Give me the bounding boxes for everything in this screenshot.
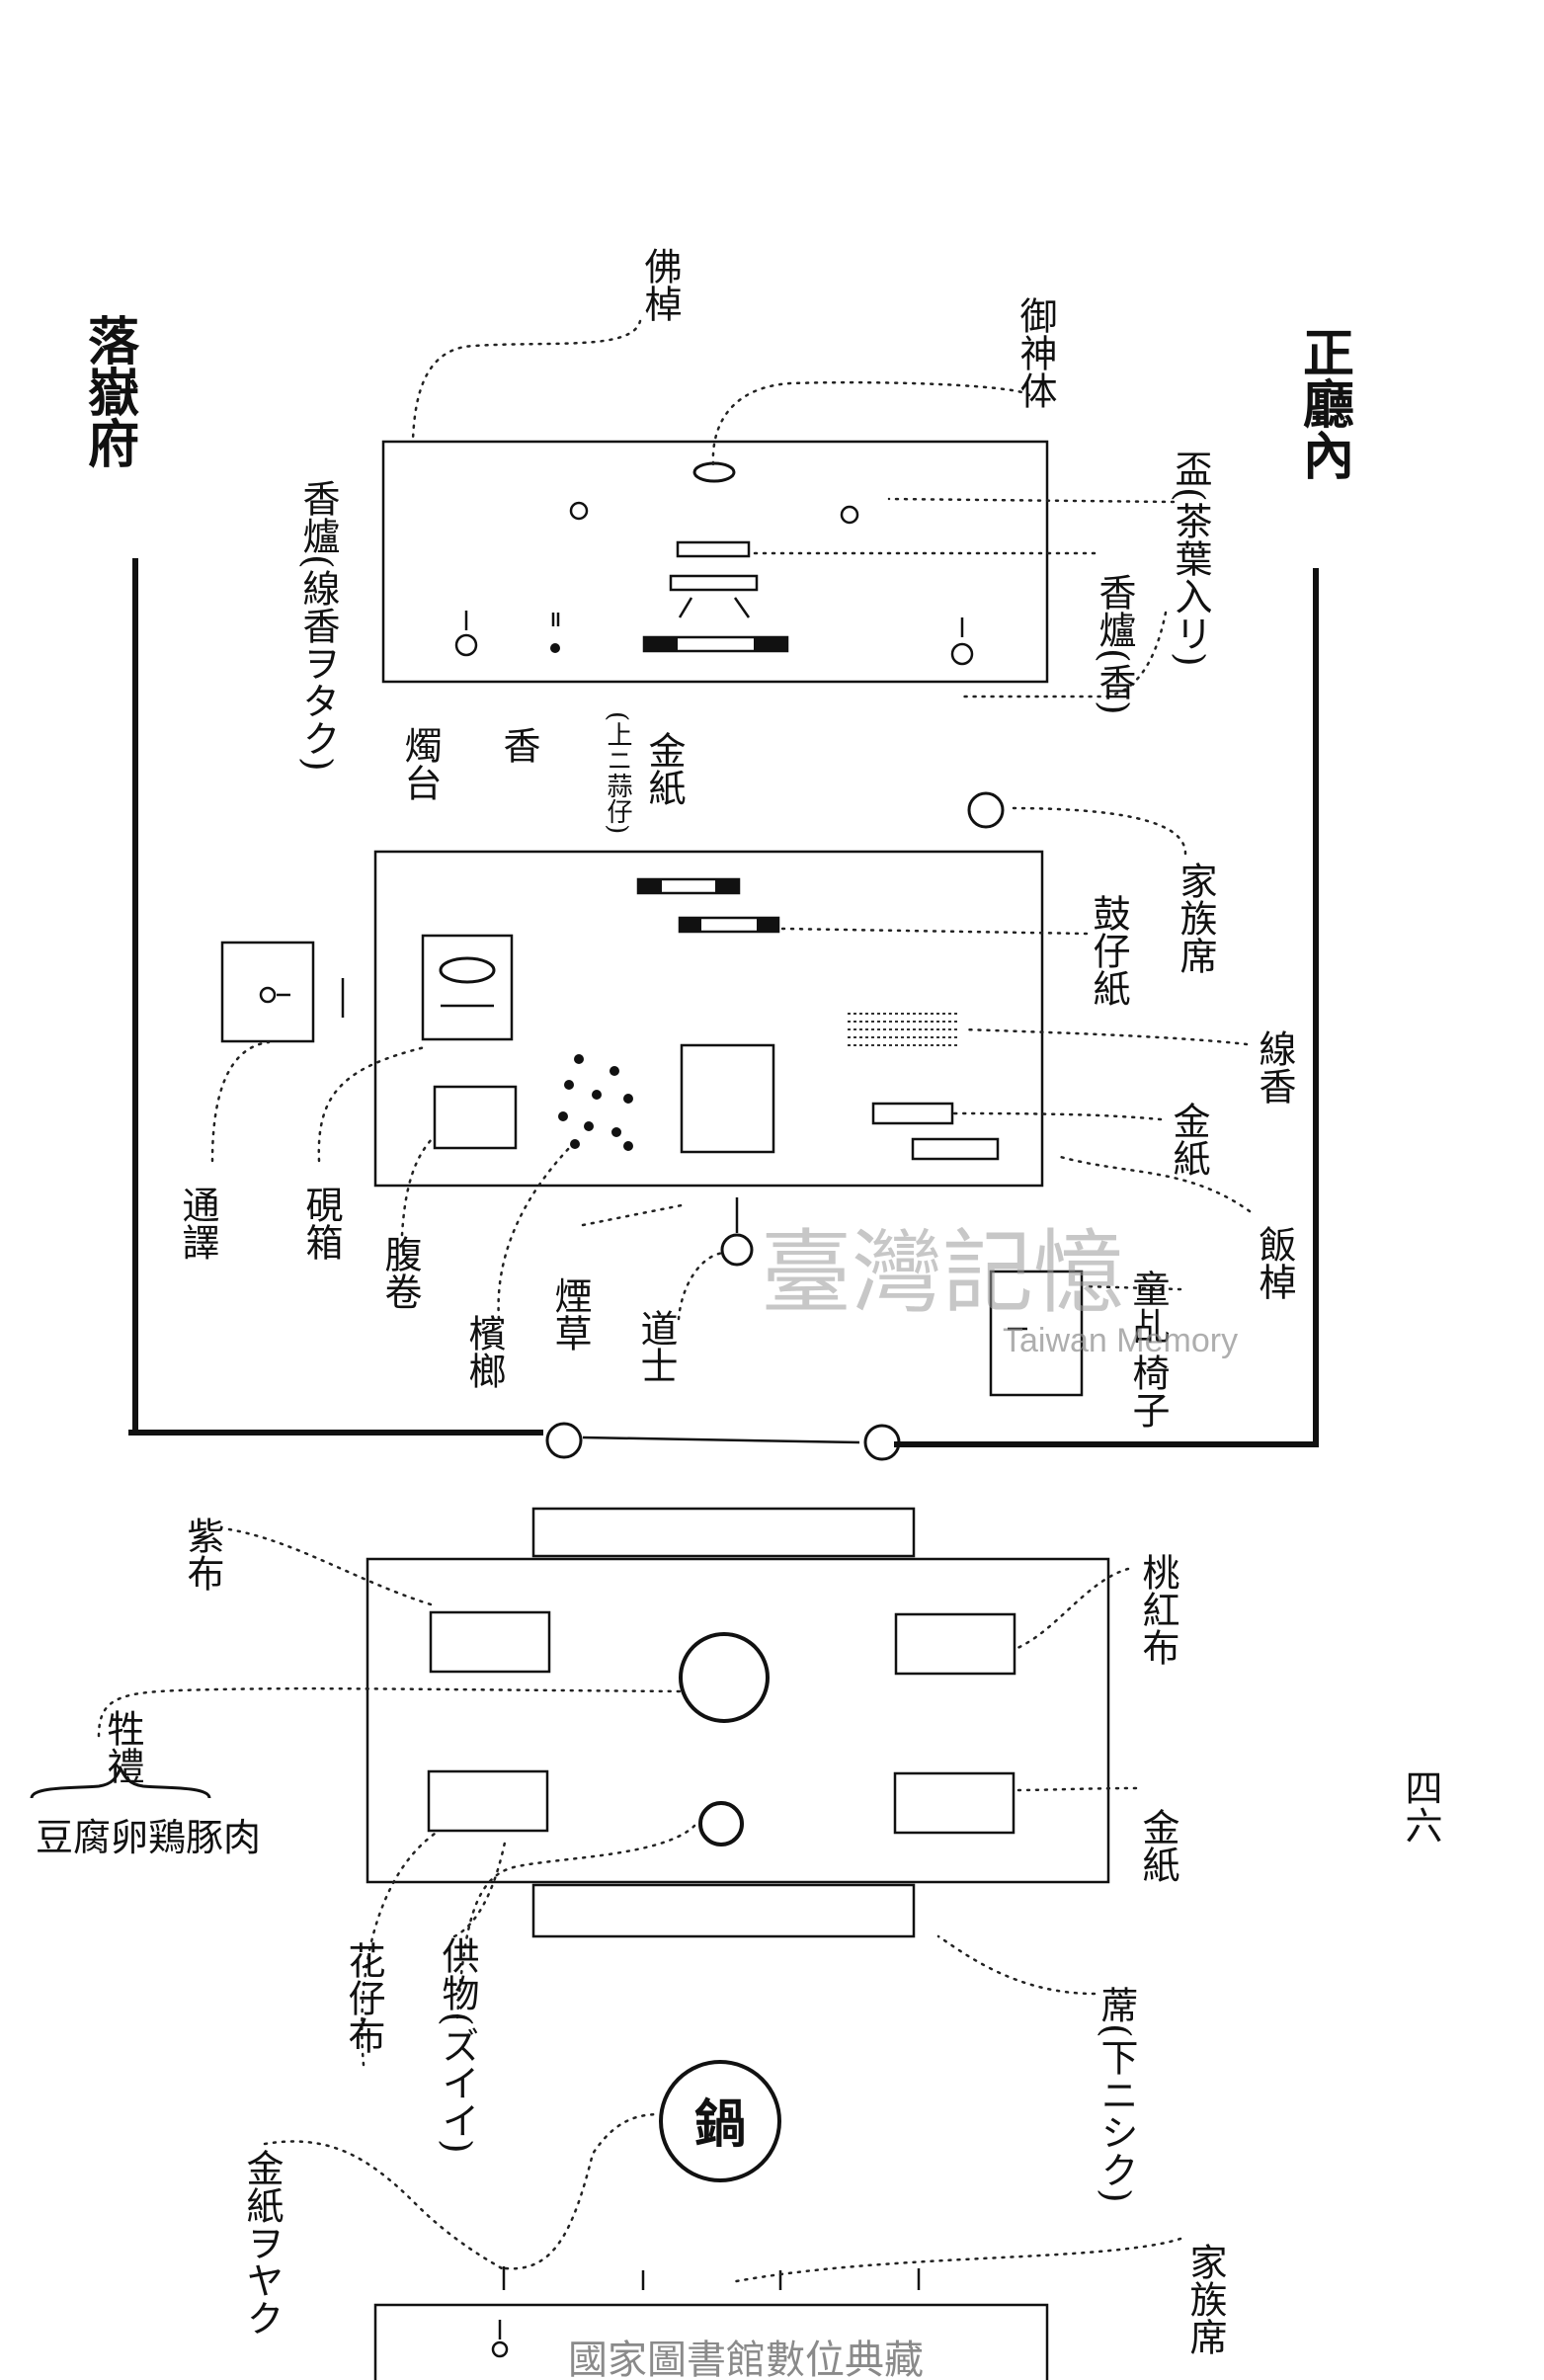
label-hua-zai-bu: 花仔布: [342, 1941, 385, 2054]
door-circle-left: [545, 1422, 583, 1459]
label-guo: 鍋: [694, 2094, 746, 2155]
watermark: 臺灣記憶 Taiwan Memory: [761, 1220, 1238, 1359]
label-jia-zu-xi-bottom: 家族席: [1183, 2243, 1227, 2355]
label-tong-yi: 通譯: [176, 1186, 219, 1261]
label-dao-shi: 道士: [634, 1309, 678, 1384]
interpreter-seat: [220, 941, 345, 1043]
sacrifice-table: [366, 1507, 1110, 1938]
watermark-english: Taiwan Memory: [1003, 1322, 1238, 1359]
label-yan-cao: 煙草: [548, 1276, 592, 1352]
label-jin-zhi-mid: 金紙: [1167, 1102, 1210, 1177]
label-gu-zi-zhi: 鼓仔紙: [1087, 894, 1130, 1007]
label-jin-zhi-bottom: 金紙ヲヤク: [240, 2149, 284, 2337]
taoist-seat: [720, 1233, 754, 1267]
family-seat-circle-top: [967, 791, 1005, 829]
spirit-medium-chair: [989, 1270, 1084, 1397]
label-yi-zi: 椅子: [1126, 1354, 1170, 1429]
hall-walls: [128, 558, 1319, 1447]
sheng-li-brace: [30, 1764, 211, 1799]
door-circle-right: [863, 1424, 901, 1461]
footer-text: 國家圖書館數位典藏: [568, 2338, 924, 2380]
label-zi-bu: 紫布: [181, 1517, 224, 1592]
label-jin-zhi-top: 金紙: [642, 731, 686, 806]
label-fan-zhuo: 飯棹: [1253, 1225, 1296, 1300]
label-yu-shen-ti: 御神体: [1014, 296, 1057, 409]
heading-right: 正廳內: [1294, 326, 1354, 480]
betel-nuts: [558, 1054, 633, 1151]
label-jin-zhi-low: 金紙: [1136, 1808, 1179, 1883]
offering-table: [373, 850, 1044, 1188]
label-xi: 蓆(下ニシク): [1095, 1986, 1138, 2203]
label-tao-hong-bu: 桃紅布: [1136, 1553, 1179, 1666]
incense-bundle: [848, 1013, 958, 1046]
label-bin-lang: 檳榔: [462, 1314, 506, 1389]
label-gong-wu: 供物(ズイイ): [436, 1936, 479, 2154]
label-xiang-lu-right: 香爐(香): [1093, 573, 1136, 715]
label-sheng-li-items: 豆腐卵鶏豚肉: [36, 1816, 261, 1859]
label-xiang: 香: [497, 726, 540, 764]
heading-left: 落嶽府: [79, 314, 139, 468]
label-fu-juan: 腹卷: [378, 1235, 422, 1310]
label-jia-zu-xi-top: 家族席: [1174, 862, 1217, 974]
leader-lines: [97, 319, 1252, 2284]
label-zhu-tai: 燭台: [398, 726, 442, 801]
label-jin-zhi-top-sub: (上ニ蒜仔): [603, 711, 632, 834]
label-xiang-lu-left: 香爐(線香ヲタク): [296, 479, 340, 772]
label-dong-ji: 童乩: [1126, 1270, 1170, 1345]
label-zhan: 盃(茶葉入リ): [1169, 450, 1212, 667]
buddha-altar: [381, 440, 1049, 684]
labels: 落嶽府 正廳內 佛棹 御神体 香爐(線香ヲタク) 盃(茶葉入リ) 香爐(香) 燭…: [30, 247, 1442, 2355]
pot-symbol: [659, 2060, 781, 2182]
page-number: 四六: [1399, 1768, 1442, 1844]
watermark-chinese: 臺灣記憶: [761, 1220, 1124, 1326]
label-fo-zhuo: 佛棹: [638, 247, 682, 322]
label-yan-xiang: 硯箱: [299, 1186, 343, 1261]
label-xian-xiang: 線香: [1253, 1029, 1296, 1105]
